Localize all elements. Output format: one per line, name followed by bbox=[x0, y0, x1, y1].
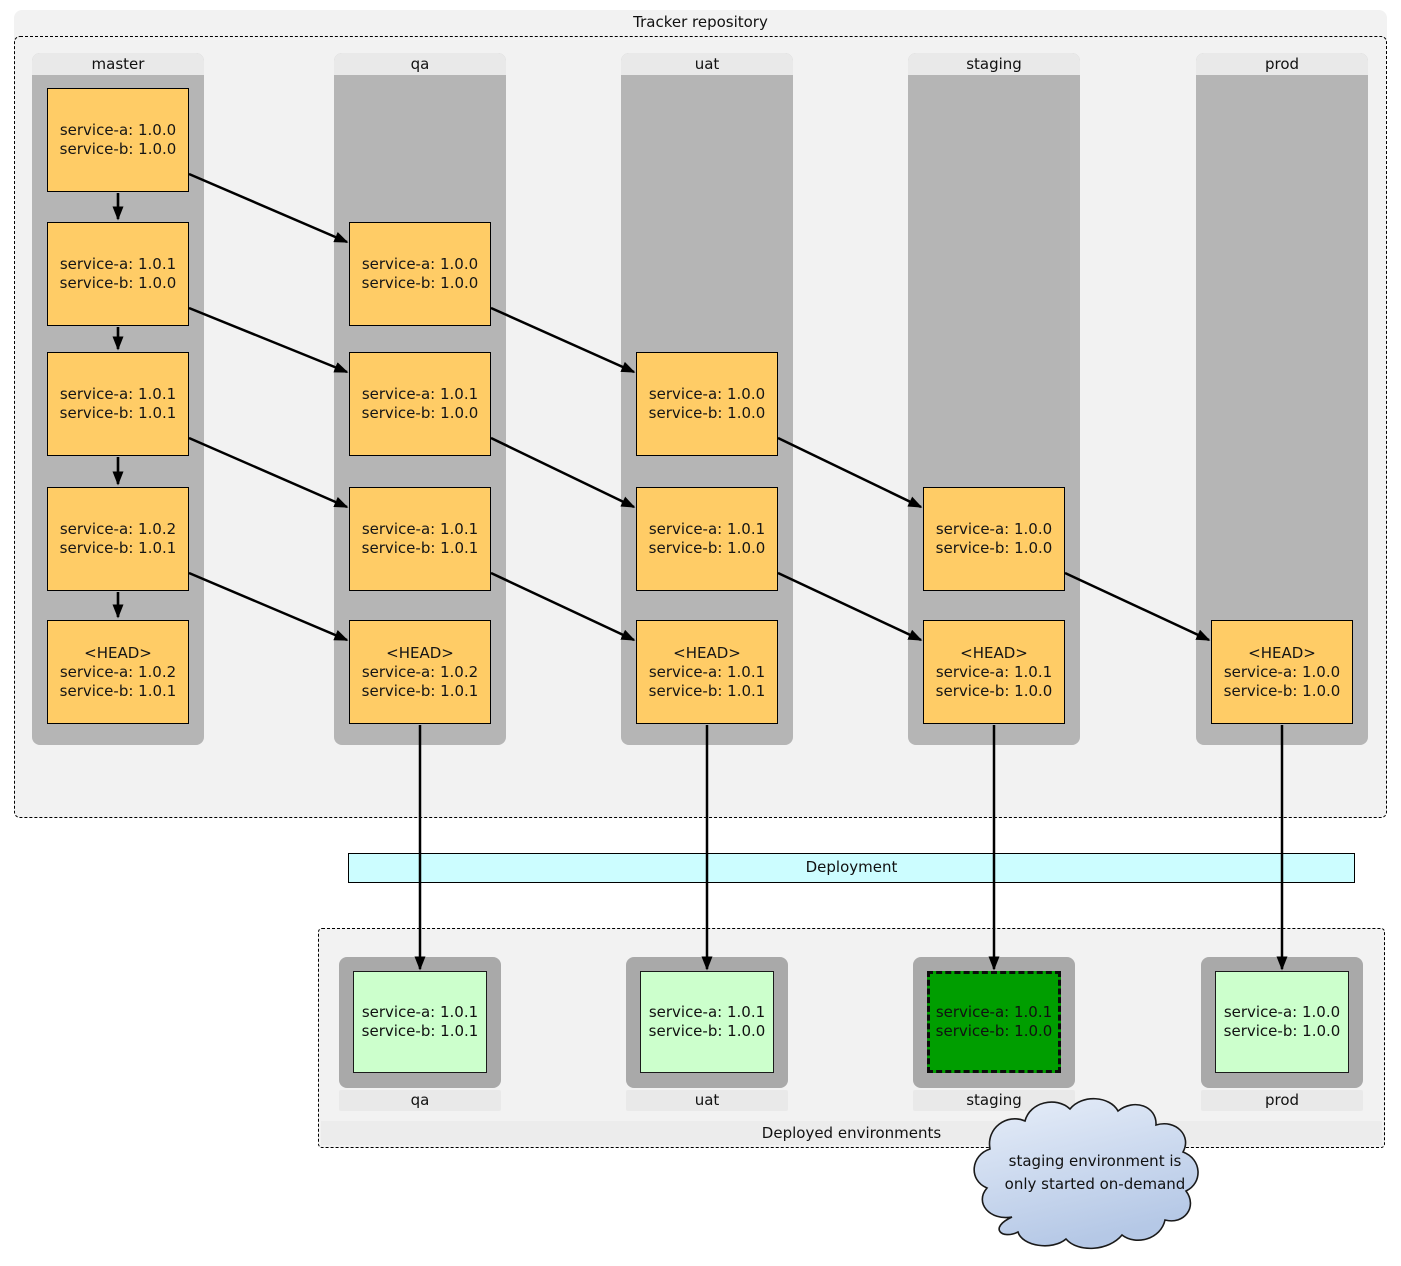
head-label: <HEAD> bbox=[386, 643, 454, 662]
commit-version-line: service-b: 1.0.0 bbox=[361, 404, 479, 422]
env-version-line: service-b: 1.0.0 bbox=[648, 1022, 766, 1040]
commit-version-line: service-a: 1.0.0 bbox=[361, 255, 479, 273]
commit-version-line: service-a: 1.0.2 bbox=[361, 662, 479, 681]
commit-version-line: service-a: 1.0.0 bbox=[1223, 662, 1341, 681]
commit-version-line: service-a: 1.0.2 bbox=[59, 662, 177, 681]
commit-version-line: service-a: 1.0.1 bbox=[361, 520, 479, 538]
repo-column-header-staging: staging bbox=[908, 53, 1080, 75]
commit-version-line: service-b: 1.0.1 bbox=[361, 539, 479, 557]
env-version-line: service-a: 1.0.1 bbox=[648, 1003, 766, 1021]
head-label: <HEAD> bbox=[960, 643, 1028, 662]
repo-column-header-uat: uat bbox=[621, 53, 793, 75]
env-version-line: service-b: 1.0.1 bbox=[361, 1022, 479, 1040]
cloud-annotation-line1: staging environment is bbox=[1008, 1152, 1182, 1170]
commit-version-line: service-b: 1.0.0 bbox=[59, 274, 177, 292]
env-version-line: service-b: 1.0.0 bbox=[935, 1022, 1053, 1040]
deployment-label: Deployment bbox=[805, 858, 898, 876]
commit-version-line: service-a: 1.0.1 bbox=[935, 662, 1053, 681]
env-version-line: service-a: 1.0.1 bbox=[361, 1003, 479, 1021]
commit-version-line: service-a: 1.0.1 bbox=[59, 255, 177, 273]
commit-version-line: service-b: 1.0.1 bbox=[59, 539, 177, 557]
commit-version-line: service-b: 1.0.0 bbox=[1223, 681, 1341, 700]
env-version-line: service-a: 1.0.0 bbox=[1223, 1003, 1341, 1021]
commit-version-line: service-b: 1.0.0 bbox=[361, 274, 479, 292]
commit-version-line: service-b: 1.0.1 bbox=[361, 681, 479, 700]
commit-version-line: service-a: 1.0.0 bbox=[935, 520, 1053, 538]
env-label-qa: qa bbox=[339, 1090, 501, 1111]
env-version-line: service-b: 1.0.0 bbox=[1223, 1022, 1341, 1040]
tracker-repository-title: Tracker repository bbox=[633, 13, 768, 31]
commit-version-line: service-a: 1.0.1 bbox=[648, 662, 766, 681]
repo-column-header-qa: qa bbox=[334, 53, 506, 75]
commit-version-line: service-b: 1.0.1 bbox=[59, 681, 177, 700]
repo-column-header-master: master bbox=[32, 53, 204, 75]
cloud-annotation bbox=[973, 1097, 1199, 1250]
repo-column-header-prod: prod bbox=[1196, 53, 1368, 75]
env-label-prod: prod bbox=[1201, 1090, 1363, 1111]
commit-version-line: service-b: 1.0.0 bbox=[59, 140, 177, 158]
cloud-shape bbox=[973, 1097, 1199, 1250]
head-label: <HEAD> bbox=[84, 643, 152, 662]
head-label: <HEAD> bbox=[673, 643, 741, 662]
commit-version-line: service-b: 1.0.1 bbox=[59, 404, 177, 422]
cloud-annotation-text: staging environment is only started on-d… bbox=[985, 1150, 1205, 1196]
commit-version-line: service-a: 1.0.0 bbox=[648, 385, 766, 403]
commit-version-line: service-b: 1.0.0 bbox=[935, 539, 1053, 557]
commit-version-line: service-a: 1.0.1 bbox=[361, 385, 479, 403]
commit-version-line: service-b: 1.0.0 bbox=[935, 681, 1053, 700]
commit-version-line: service-a: 1.0.1 bbox=[648, 520, 766, 538]
env-version-line: service-a: 1.0.1 bbox=[935, 1003, 1053, 1021]
commit-version-line: service-b: 1.0.0 bbox=[648, 404, 766, 422]
cloud-annotation-line2: only started on-demand bbox=[1004, 1175, 1186, 1193]
deployed-environments-title: Deployed environments bbox=[321, 1121, 1382, 1145]
env-label-uat: uat bbox=[626, 1090, 788, 1111]
commit-version-line: service-b: 1.0.1 bbox=[648, 681, 766, 700]
commit-version-line: service-a: 1.0.0 bbox=[59, 121, 177, 139]
commit-version-line: service-b: 1.0.0 bbox=[648, 539, 766, 557]
commit-version-line: service-a: 1.0.1 bbox=[59, 385, 177, 403]
deployment-band: Deployment bbox=[348, 853, 1355, 883]
env-label-staging: staging bbox=[913, 1090, 1075, 1111]
commit-version-line: service-a: 1.0.2 bbox=[59, 520, 177, 538]
head-label: <HEAD> bbox=[1248, 643, 1316, 662]
tracker-repository-border bbox=[14, 36, 1387, 818]
